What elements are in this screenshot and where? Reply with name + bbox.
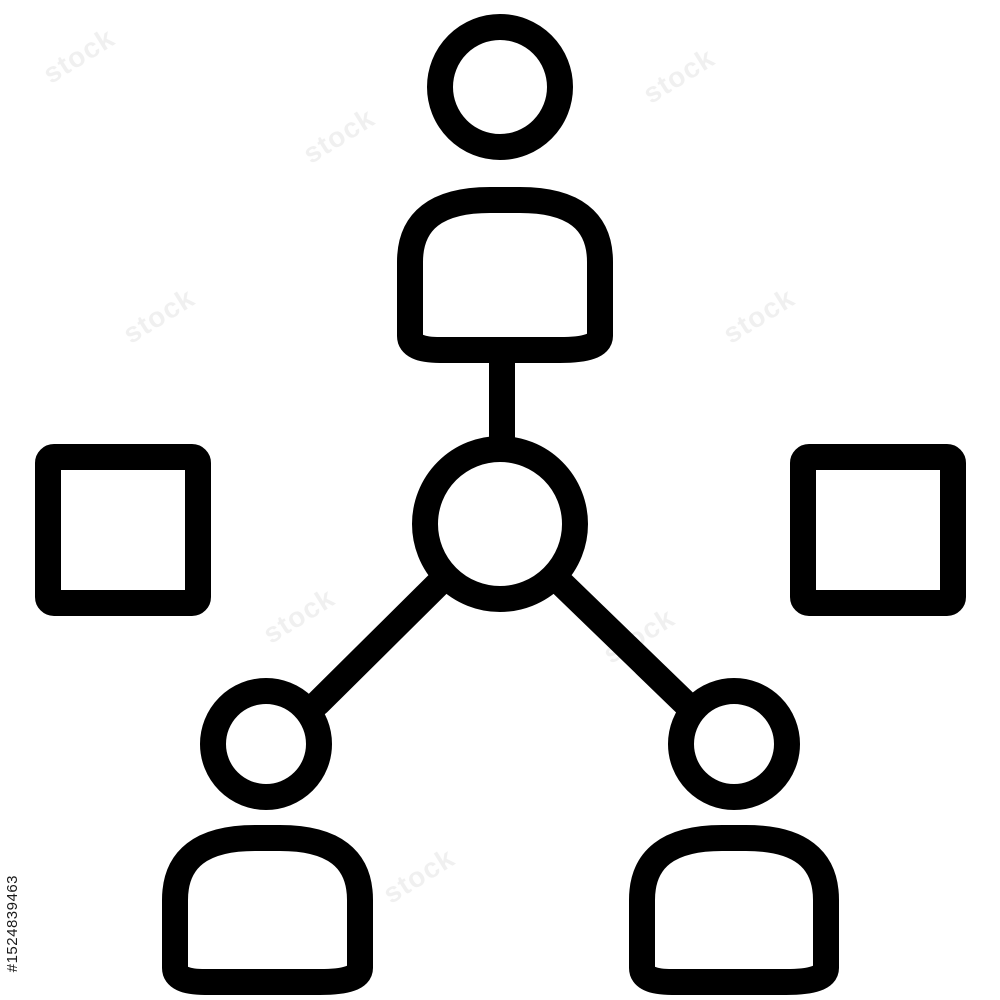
asset-id-label: #1524839463 bbox=[4, 874, 21, 972]
top-person-head bbox=[427, 14, 573, 160]
bottom-right-person-body bbox=[629, 825, 839, 995]
top-person-icon bbox=[397, 14, 613, 363]
bottom-left-person-icon bbox=[162, 678, 373, 995]
left-connector-line bbox=[305, 569, 453, 716]
bottom-left-person-head bbox=[200, 678, 332, 810]
bottom-right-person-head bbox=[668, 678, 800, 810]
top-person-body bbox=[397, 187, 613, 363]
hub-node-icon bbox=[412, 436, 588, 612]
bottom-left-person-body bbox=[162, 825, 373, 995]
right-connector-line bbox=[547, 569, 698, 716]
left-square-icon bbox=[35, 444, 211, 616]
right-square-icon bbox=[790, 444, 966, 616]
bottom-right-person-icon bbox=[629, 678, 839, 995]
